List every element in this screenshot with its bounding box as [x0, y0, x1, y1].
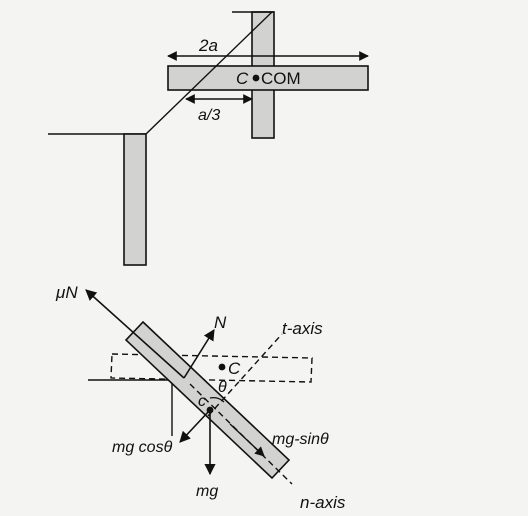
tilted-rod [124, 320, 291, 480]
dashed-initial-position [110, 353, 313, 383]
friction-label: μN [55, 283, 78, 302]
normal-force-arrow [183, 329, 215, 379]
center-of-mass-dot-top [252, 74, 260, 82]
normal-force-label: N [214, 313, 227, 332]
com-label: COM [261, 69, 301, 88]
horizontal-bar [167, 65, 369, 91]
bottom-figure: μN N t-axis C θ c mg cosθ mg-sinθ mg n-a… [55, 283, 346, 512]
mgcos-component-arrow [179, 409, 211, 443]
contact-point-dot [206, 406, 214, 414]
t-axis-label: t-axis [282, 319, 323, 338]
diagonal-path-line [145, 11, 273, 135]
n-axis-arrow [229, 423, 265, 457]
angle-label: θ [218, 379, 227, 396]
hanging-rod [123, 133, 147, 266]
n-axis-label: n-axis [300, 493, 346, 512]
offset-label: a/3 [198, 107, 220, 124]
mgsin-label: mg-sinθ [272, 431, 329, 448]
top-figure: 2a a/3 C COM [48, 11, 369, 266]
center-label-top: C [236, 69, 249, 88]
center-label-bottom: C [228, 359, 241, 378]
angle-arc [209, 397, 225, 403]
width-label: 2a [198, 36, 218, 55]
contact-label: c [198, 393, 206, 410]
mgcos-label: mg cosθ [112, 439, 173, 456]
center-dot-bottom [218, 363, 226, 371]
t-axis-line [207, 333, 283, 417]
friction-force-arrow [85, 289, 185, 379]
weight-label: mg [196, 483, 218, 500]
